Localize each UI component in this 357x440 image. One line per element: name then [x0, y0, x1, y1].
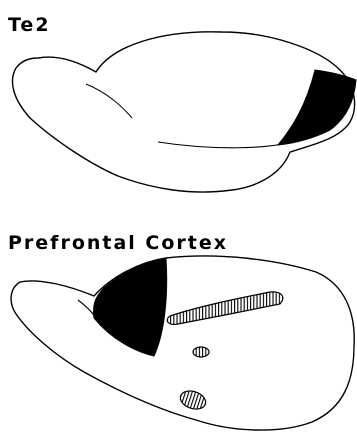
- hatched-region-band: [167, 292, 283, 325]
- brain-panel-prefrontal: [11, 256, 354, 430]
- inner-contour-te2: [86, 84, 132, 118]
- prefrontal-filled-region: [93, 258, 166, 356]
- te2-filled-region: [278, 70, 356, 145]
- hatched-region-lower: [178, 388, 208, 412]
- hatched-region-small: [193, 347, 209, 357]
- lower-contour-te2: [158, 140, 298, 148]
- brain-panel-te2: [12, 32, 356, 192]
